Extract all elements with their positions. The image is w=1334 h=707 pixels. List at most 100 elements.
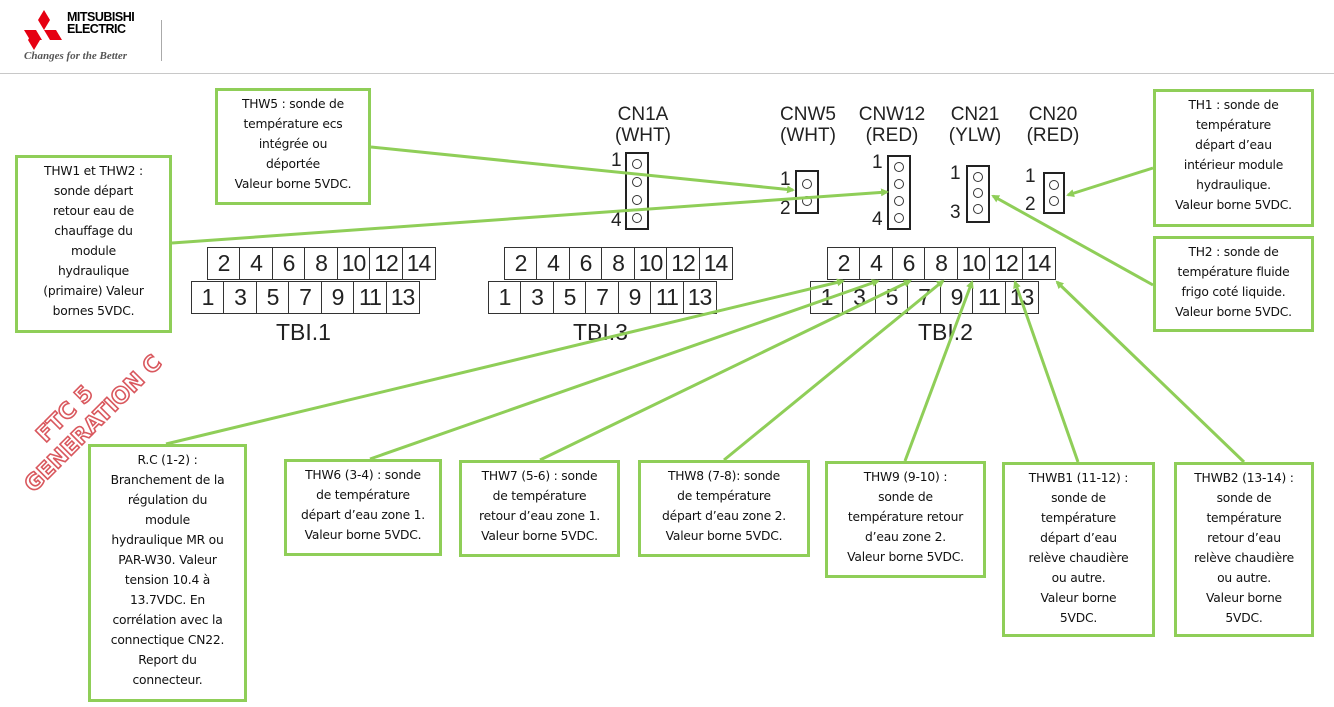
pin — [1049, 180, 1059, 190]
terminal-block-title: TBI.1 — [276, 319, 331, 345]
connector-cnw5-housing — [795, 170, 819, 214]
connector-cn21-housing — [966, 165, 990, 223]
terminal-4: 4 — [239, 247, 273, 280]
terminal-12: 12 — [989, 247, 1023, 280]
brand-name: MITSUBISHI ELECTRIC — [67, 10, 135, 36]
brand-tagline: Changes for the Better — [24, 50, 127, 62]
terminal-2: 2 — [206, 247, 241, 280]
terminal-10: 10 — [956, 247, 991, 280]
pin-number: 4 — [611, 210, 622, 231]
terminal-12: 12 — [666, 247, 700, 280]
terminal-9: 9 — [320, 281, 355, 314]
connector-cn1a-label: CN1A(WHT) — [615, 104, 671, 146]
terminal-4: 4 — [536, 247, 570, 280]
header-divider — [0, 73, 1334, 74]
pin — [632, 213, 642, 223]
wire-thw5 — [370, 145, 795, 194]
terminal-11: 11 — [972, 281, 1006, 314]
pin — [973, 204, 983, 214]
callout-thw5: THW5 : sonde de température ecs intégrée… — [215, 88, 371, 205]
terminal-6: 6 — [271, 247, 306, 280]
brand-name-line1: MITSUBISHI — [67, 10, 135, 24]
terminal-9: 9 — [617, 281, 652, 314]
terminal-6: 6 — [891, 247, 926, 280]
callout-th1: TH1 : sonde de température départ d’eau … — [1153, 89, 1314, 227]
terminal-13: 13 — [1004, 281, 1039, 314]
terminal-14: 14 — [698, 247, 733, 280]
pin — [632, 177, 642, 187]
terminal-4: 4 — [859, 247, 893, 280]
pin — [632, 195, 642, 205]
pin — [1049, 196, 1059, 206]
mitsubishi-electric-logo: MITSUBISHI ELECTRIC Changes for the Bett… — [22, 8, 172, 66]
pin — [802, 196, 812, 206]
terminal-3: 3 — [842, 281, 876, 314]
terminal-2: 2 — [826, 247, 861, 280]
connector-cn21-label: CN21(YLW) — [948, 104, 1002, 146]
terminal-5: 5 — [874, 281, 909, 314]
connector-cn20-label: CN20(RED) — [1026, 104, 1080, 146]
terminal-6: 6 — [568, 247, 603, 280]
terminal-14: 14 — [1021, 247, 1056, 280]
terminal-7: 7 — [907, 281, 941, 314]
callout-thwb1: THWB1 (11-12) : sonde de température dép… — [1002, 462, 1155, 637]
terminal-7: 7 — [288, 281, 322, 314]
terminal-13: 13 — [682, 281, 717, 314]
pin-number: 2 — [1025, 194, 1036, 215]
terminal-5: 5 — [552, 281, 587, 314]
terminal-9: 9 — [939, 281, 974, 314]
terminal-1: 1 — [487, 281, 522, 314]
pin — [894, 162, 904, 172]
pin — [973, 188, 983, 198]
terminal-8: 8 — [601, 247, 635, 280]
terminal-2: 2 — [503, 247, 538, 280]
callout-rc: R.C (1-2) : Branchement de la régulation… — [88, 444, 247, 702]
callout-thwb2: THWB2 (13-14) : sonde de température ret… — [1174, 462, 1314, 637]
pin — [973, 172, 983, 182]
callout-thw7: THW7 (5-6) : sonde de température retour… — [459, 460, 620, 557]
pin — [632, 159, 642, 169]
pin — [894, 196, 904, 206]
pin-number: 3 — [950, 202, 961, 223]
terminal-7: 7 — [585, 281, 619, 314]
terminal-block-title: TBI.2 — [918, 319, 973, 345]
terminal-3: 3 — [520, 281, 554, 314]
callout-thw8: THW8 (7-8): sonde de température départ … — [638, 460, 810, 557]
terminal-8: 8 — [304, 247, 338, 280]
terminal-1: 1 — [190, 281, 225, 314]
terminal-14: 14 — [401, 247, 436, 280]
connector-cnw12-housing — [887, 155, 911, 230]
pin — [894, 213, 904, 223]
pin-number: 1 — [1025, 166, 1036, 187]
pin-number: 1 — [780, 169, 791, 190]
logo-separator — [161, 20, 162, 61]
connector-cnw12-label: CNW12(RED) — [858, 104, 926, 146]
connector-cn1a-housing — [625, 152, 649, 230]
terminal-12: 12 — [369, 247, 403, 280]
pin — [894, 179, 904, 189]
brand-name-line2: ELECTRIC — [67, 21, 126, 36]
terminal-1: 1 — [809, 281, 844, 314]
connector-cn20-housing — [1043, 172, 1065, 214]
terminal-11: 11 — [353, 281, 387, 314]
connector-cnw5-label: CNW5(WHT) — [780, 104, 836, 146]
terminal-11: 11 — [650, 281, 684, 314]
callout-thw1-thw2: THW1 et THW2 : sonde départ retour eau d… — [15, 155, 172, 333]
pin-number: 1 — [950, 163, 961, 184]
pin-number: 1 — [611, 150, 622, 171]
wire-th1 — [1066, 166, 1154, 197]
terminal-13: 13 — [385, 281, 420, 314]
terminal-5: 5 — [255, 281, 290, 314]
terminal-10: 10 — [633, 247, 668, 280]
three-diamonds-logo-icon — [24, 10, 62, 50]
terminal-8: 8 — [924, 247, 958, 280]
pin-number: 4 — [872, 209, 883, 230]
callout-th2: TH2 : sonde de température fluide frigo … — [1153, 236, 1314, 332]
pin-number: 1 — [872, 152, 883, 173]
